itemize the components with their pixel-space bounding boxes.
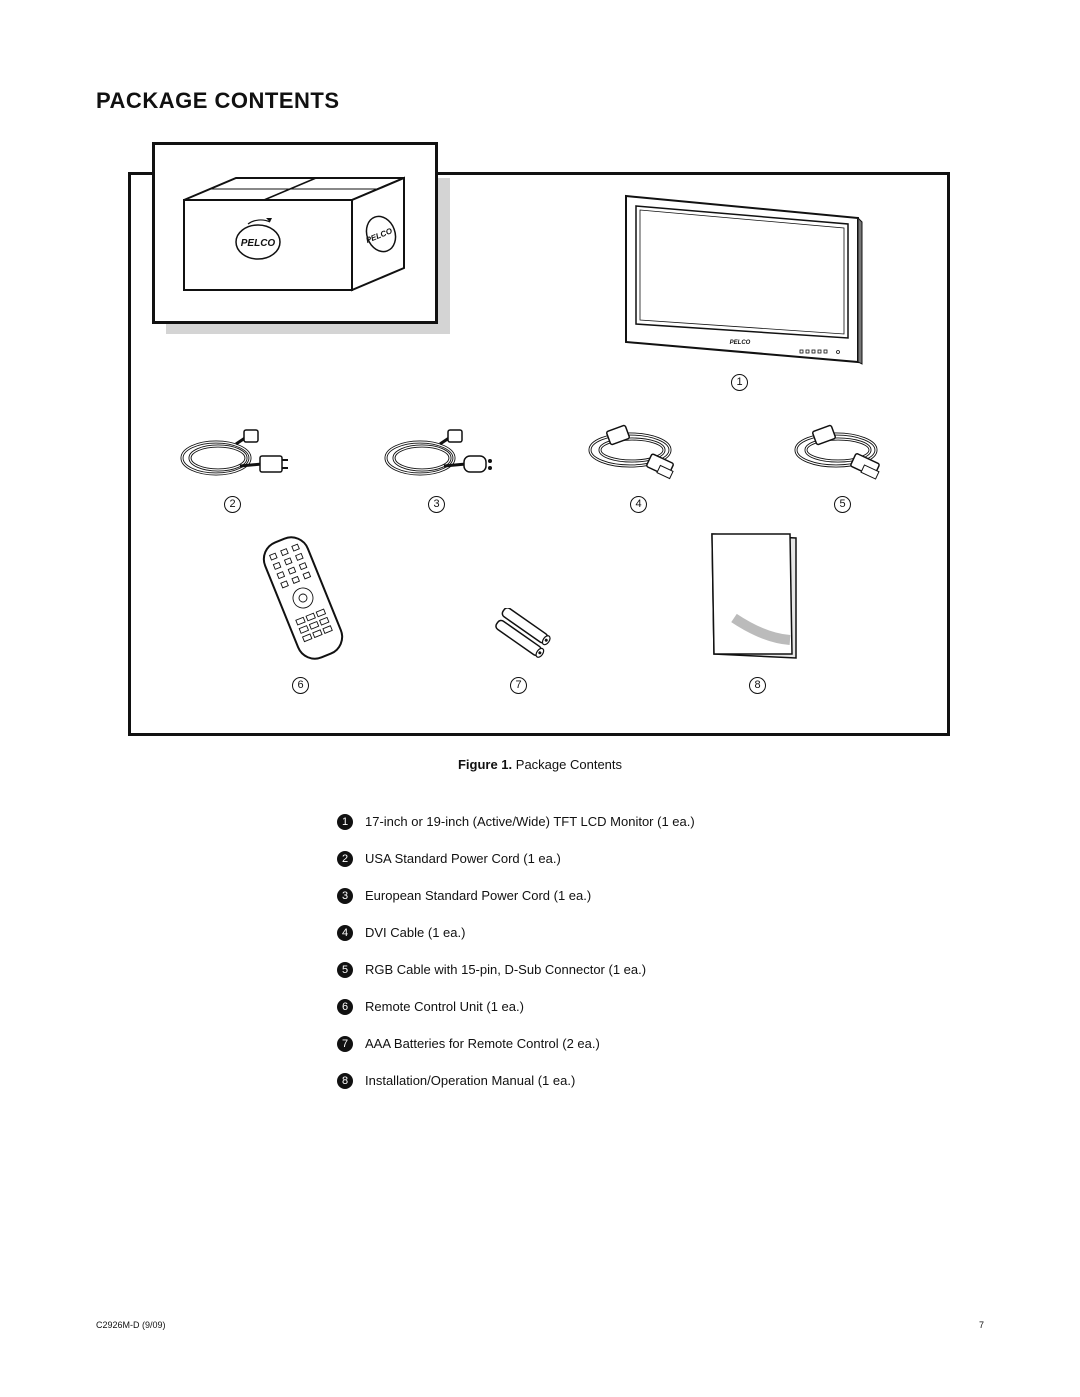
item-text: 17-inch or 19-inch (Active/Wide) TFT LCD… xyxy=(365,814,695,829)
document-code: C2926M-D (9/09) xyxy=(96,1320,166,1330)
item-text: Remote Control Unit (1 ea.) xyxy=(365,999,524,1014)
list-item: 7 AAA Batteries for Remote Control (2 ea.… xyxy=(337,1036,695,1073)
page-number: 7 xyxy=(978,1320,984,1330)
item-text: USA Standard Power Cord (1 ea.) xyxy=(365,851,561,866)
lcd-monitor-illustration: PELCO xyxy=(625,194,863,365)
callout-5: 5 xyxy=(834,496,851,513)
figure-caption: Figure 1. Package Contents xyxy=(0,757,1080,772)
monitor-logo: PELCO xyxy=(730,340,751,346)
callout-6: 6 xyxy=(292,677,309,694)
item-text: DVI Cable (1 ea.) xyxy=(365,925,466,940)
usa-power-cord-illustration xyxy=(180,429,288,476)
figure-label: Figure 1. xyxy=(457,757,513,772)
item-number: 6 xyxy=(337,999,353,1015)
list-item: 8 Installation/Operation Manual (1 ea.) xyxy=(337,1073,695,1110)
item-text: AAA Batteries for Remote Control (2 ea.) xyxy=(365,1036,600,1051)
callout-4: 4 xyxy=(630,496,647,513)
callout-7: 7 xyxy=(510,677,527,694)
callout-3: 3 xyxy=(428,496,445,513)
item-number: 3 xyxy=(337,888,353,904)
list-item: 4 DVI Cable (1 ea.) xyxy=(337,925,695,962)
figure-frame xyxy=(128,172,950,736)
dvi-cable-illustration xyxy=(588,424,674,480)
manual-illustration xyxy=(711,533,797,659)
item-number: 5 xyxy=(337,962,353,978)
page-title: PACKAGE CONTENTS xyxy=(96,88,340,113)
european-power-cord-illustration xyxy=(384,429,492,476)
callout-2: 2 xyxy=(224,496,241,513)
item-text: European Standard Power Cord (1 ea.) xyxy=(365,888,592,903)
item-text: RGB Cable with 15-pin, D-Sub Connector (… xyxy=(365,962,647,977)
shipping-box-illustration: PELCO PELCO xyxy=(183,176,405,292)
list-item: 1 17-inch or 19-inch (Active/Wide) TFT LC… xyxy=(337,814,695,851)
list-item: 2 USA Standard Power Cord (1 ea.) xyxy=(337,851,695,888)
item-number: 8 xyxy=(337,1073,353,1089)
aaa-batteries-illustration xyxy=(495,608,551,658)
figure-caption-text: Package Contents xyxy=(515,757,623,772)
item-number: 1 xyxy=(337,814,353,830)
callout-8: 8 xyxy=(749,677,766,694)
callout-1: 1 xyxy=(731,374,748,391)
item-number: 2 xyxy=(337,851,353,867)
box-logo-front: PELCO xyxy=(241,238,276,249)
item-number: 4 xyxy=(337,925,353,941)
list-item: 6 Remote Control Unit (1 ea.) xyxy=(337,999,695,1036)
item-number: 7 xyxy=(337,1036,353,1052)
remote-control-illustration xyxy=(262,536,344,660)
list-item: 5 RGB Cable with 15-pin, D-Sub Connector … xyxy=(337,962,695,999)
item-text: Installation/Operation Manual (1 ea.) xyxy=(365,1073,576,1088)
list-item: 3 European Standard Power Cord (1 ea.) xyxy=(337,888,695,925)
package-contents-list: 1 17-inch or 19-inch (Active/Wide) TFT LC… xyxy=(337,814,695,1110)
rgb-cable-illustration xyxy=(794,424,880,480)
